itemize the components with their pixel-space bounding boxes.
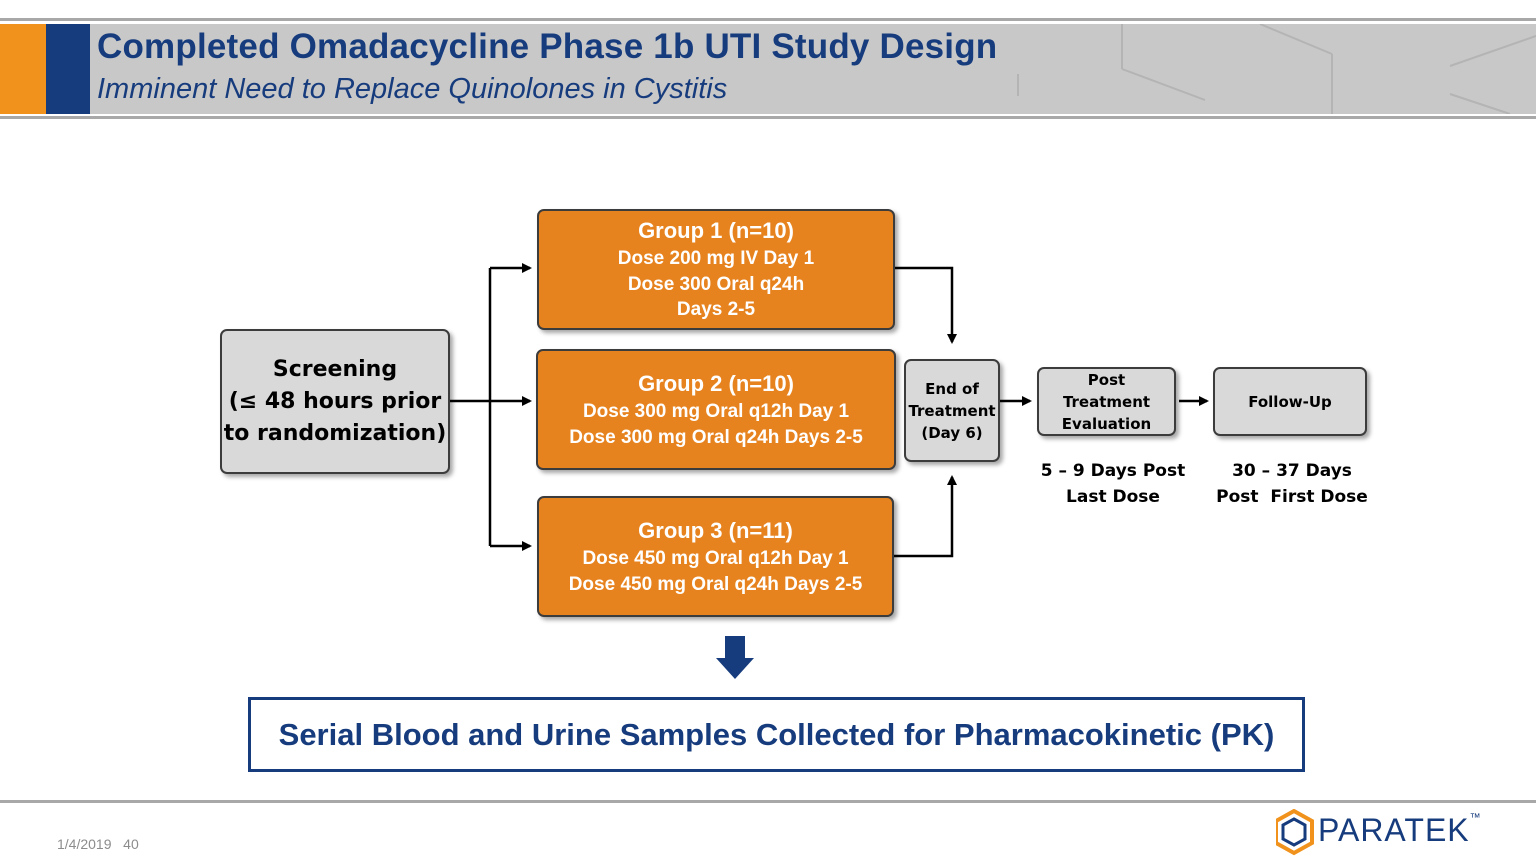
- down-arrow-icon: [716, 636, 754, 679]
- group-2-box: Group 2 (n=10) Dose 300 mg Oral q12h Day…: [536, 349, 896, 470]
- group-3-title: Group 3 (n=11): [638, 518, 793, 543]
- paratek-logo-icon: [1276, 809, 1314, 856]
- group-1-dose-line: Days 2-5: [676, 299, 756, 321]
- group-2-title: Group 2 (n=10): [638, 371, 794, 396]
- screening-line: to randomization): [223, 420, 447, 446]
- page-number: 40: [123, 836, 139, 852]
- page-title: Completed Omadacycline Phase 1b UTI Stud…: [97, 27, 998, 66]
- group-1-box: Group 1 (n=10) Dose 200 mg IV Day 1 Dose…: [537, 209, 895, 330]
- header-accent-orange: [0, 24, 46, 114]
- post-treatment-timing: 5 – 9 Days Post Last Dose: [1030, 458, 1196, 510]
- group-3-dose-line: Dose 450 mg Oral q12h Day 1: [582, 548, 849, 569]
- header-top-rule: [0, 18, 1536, 21]
- arrow-group-3-to-eot: [894, 475, 957, 558]
- footer-date: 1/4/2019: [57, 836, 112, 852]
- screening-line: (≤ 48 hours prior: [228, 388, 442, 414]
- timing-line: Post First Dose: [1216, 487, 1368, 507]
- follow-up-timing: 30 – 37 Days Post First Dose: [1210, 458, 1374, 510]
- header-accent-blue: [46, 24, 90, 114]
- trademark-mark: ™: [1469, 812, 1482, 824]
- pte-line: Evaluation: [1061, 414, 1152, 433]
- eot-line: Treatment: [908, 401, 996, 420]
- header-decoration: [1017, 24, 1536, 114]
- eot-line: End of: [925, 379, 979, 398]
- footer-date-page: 1/4/2019 40: [57, 836, 139, 852]
- group-1-title: Group 1 (n=10): [638, 218, 794, 244]
- follow-up-label: Follow-Up: [1248, 392, 1332, 411]
- pk-statement-text: Serial Blood and Urine Samples Collected…: [278, 716, 1275, 752]
- company-logo-text: PARATEK™: [1318, 812, 1482, 849]
- timing-line: Last Dose: [1066, 487, 1160, 507]
- header-bottom-rule: [0, 116, 1536, 119]
- group-2-dose-line: Dose 300 mg Oral q24h Days 2-5: [569, 426, 863, 448]
- arrow-group-1-to-eot: [895, 266, 957, 344]
- header-band: [0, 24, 1536, 114]
- pte-line: Post: [1087, 370, 1126, 389]
- screening-box: Screening (≤ 48 hours prior to randomiza…: [220, 329, 450, 474]
- timing-line: 30 – 37 Days: [1232, 461, 1352, 481]
- eot-line: (Day 6): [921, 423, 983, 442]
- follow-up-box: Follow-Up: [1213, 367, 1367, 436]
- group-3-dose-line: Dose 450 mg Oral q24h Days 2-5: [568, 573, 863, 595]
- post-treatment-evaluation-box: Post Treatment Evaluation: [1037, 367, 1176, 436]
- group-2-dose-line: Dose 300 mg Oral q12h Day 1: [582, 401, 850, 422]
- logo-wordmark: PARATEK: [1318, 812, 1470, 848]
- pte-line: Treatment: [1062, 392, 1151, 411]
- group-1-dose-line: Dose 200 mg IV Day 1: [617, 248, 815, 270]
- timing-line: 5 – 9 Days Post: [1040, 461, 1186, 481]
- group-3-box: Group 3 (n=11) Dose 450 mg Oral q12h Day…: [537, 496, 894, 617]
- page-subtitle: Imminent Need to Replace Quinolones in C…: [97, 73, 728, 105]
- pk-statement-box: Serial Blood and Urine Samples Collected…: [248, 697, 1305, 772]
- screening-line: Screening: [272, 356, 398, 382]
- group-1-dose-line: Dose 300 Oral q24h: [627, 273, 805, 295]
- end-of-treatment-box: End of Treatment (Day 6): [904, 359, 1000, 462]
- footer-rule: [0, 800, 1536, 803]
